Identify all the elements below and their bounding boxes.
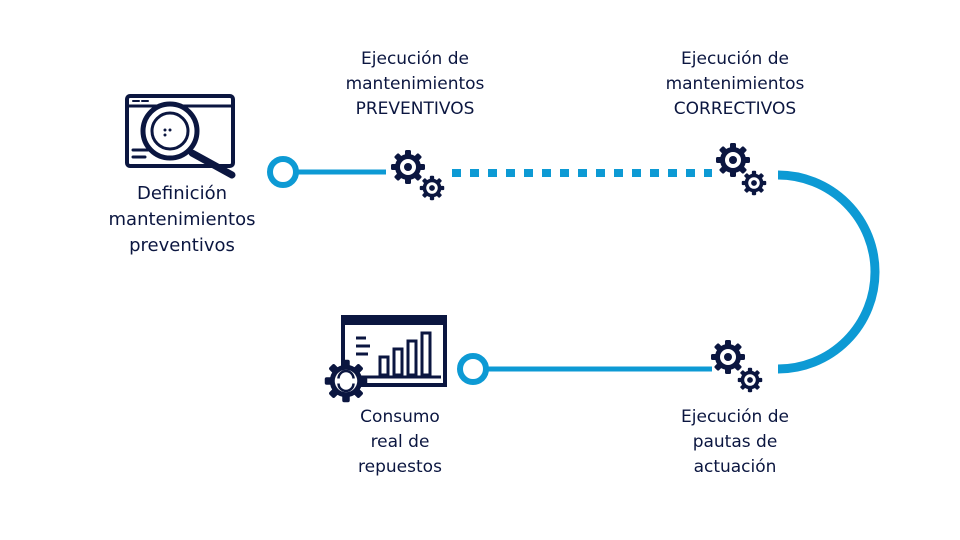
gears-icon-corrective [716, 143, 767, 196]
label-line: CORRECTIVOS [673, 99, 797, 119]
label-line: Consumo [360, 407, 440, 427]
label-line: preventivos [129, 235, 235, 256]
curved-connector [777, 170, 880, 374]
label-line: PREVENTIVOS [355, 99, 475, 119]
label-line: Definición [137, 183, 227, 204]
chart-board-gear-icon [324, 315, 447, 403]
label-line: mantenimientos [108, 209, 256, 230]
label-line: Ejecución de [681, 407, 789, 427]
step-label-preventive: Ejecución de mantenimientos PREVENTIVOS [320, 47, 510, 122]
label-line: mantenimientos [345, 74, 485, 94]
label-line: actuación [693, 457, 777, 477]
step-label-guidelines: Ejecución de pautas de actuación [640, 405, 830, 480]
start-ring [267, 156, 299, 188]
label-line: real de [370, 432, 430, 452]
step-label-definition: Definición mantenimientos preventivos [92, 181, 272, 259]
end-ring [457, 353, 489, 385]
step-label-consumption: Consumo real de repuestos [320, 405, 480, 480]
gears-icon-preventive [391, 150, 445, 201]
label-line: Ejecución de [681, 49, 789, 69]
label-line: Ejecución de [361, 49, 469, 69]
label-line: repuestos [358, 457, 442, 477]
step-label-corrective: Ejecución de mantenimientos CORRECTIVOS [640, 47, 830, 122]
label-line: pautas de [692, 432, 778, 452]
label-line: mantenimientos [665, 74, 805, 94]
gears-icon-guidelines [711, 340, 763, 393]
search-window-icon [125, 94, 236, 179]
